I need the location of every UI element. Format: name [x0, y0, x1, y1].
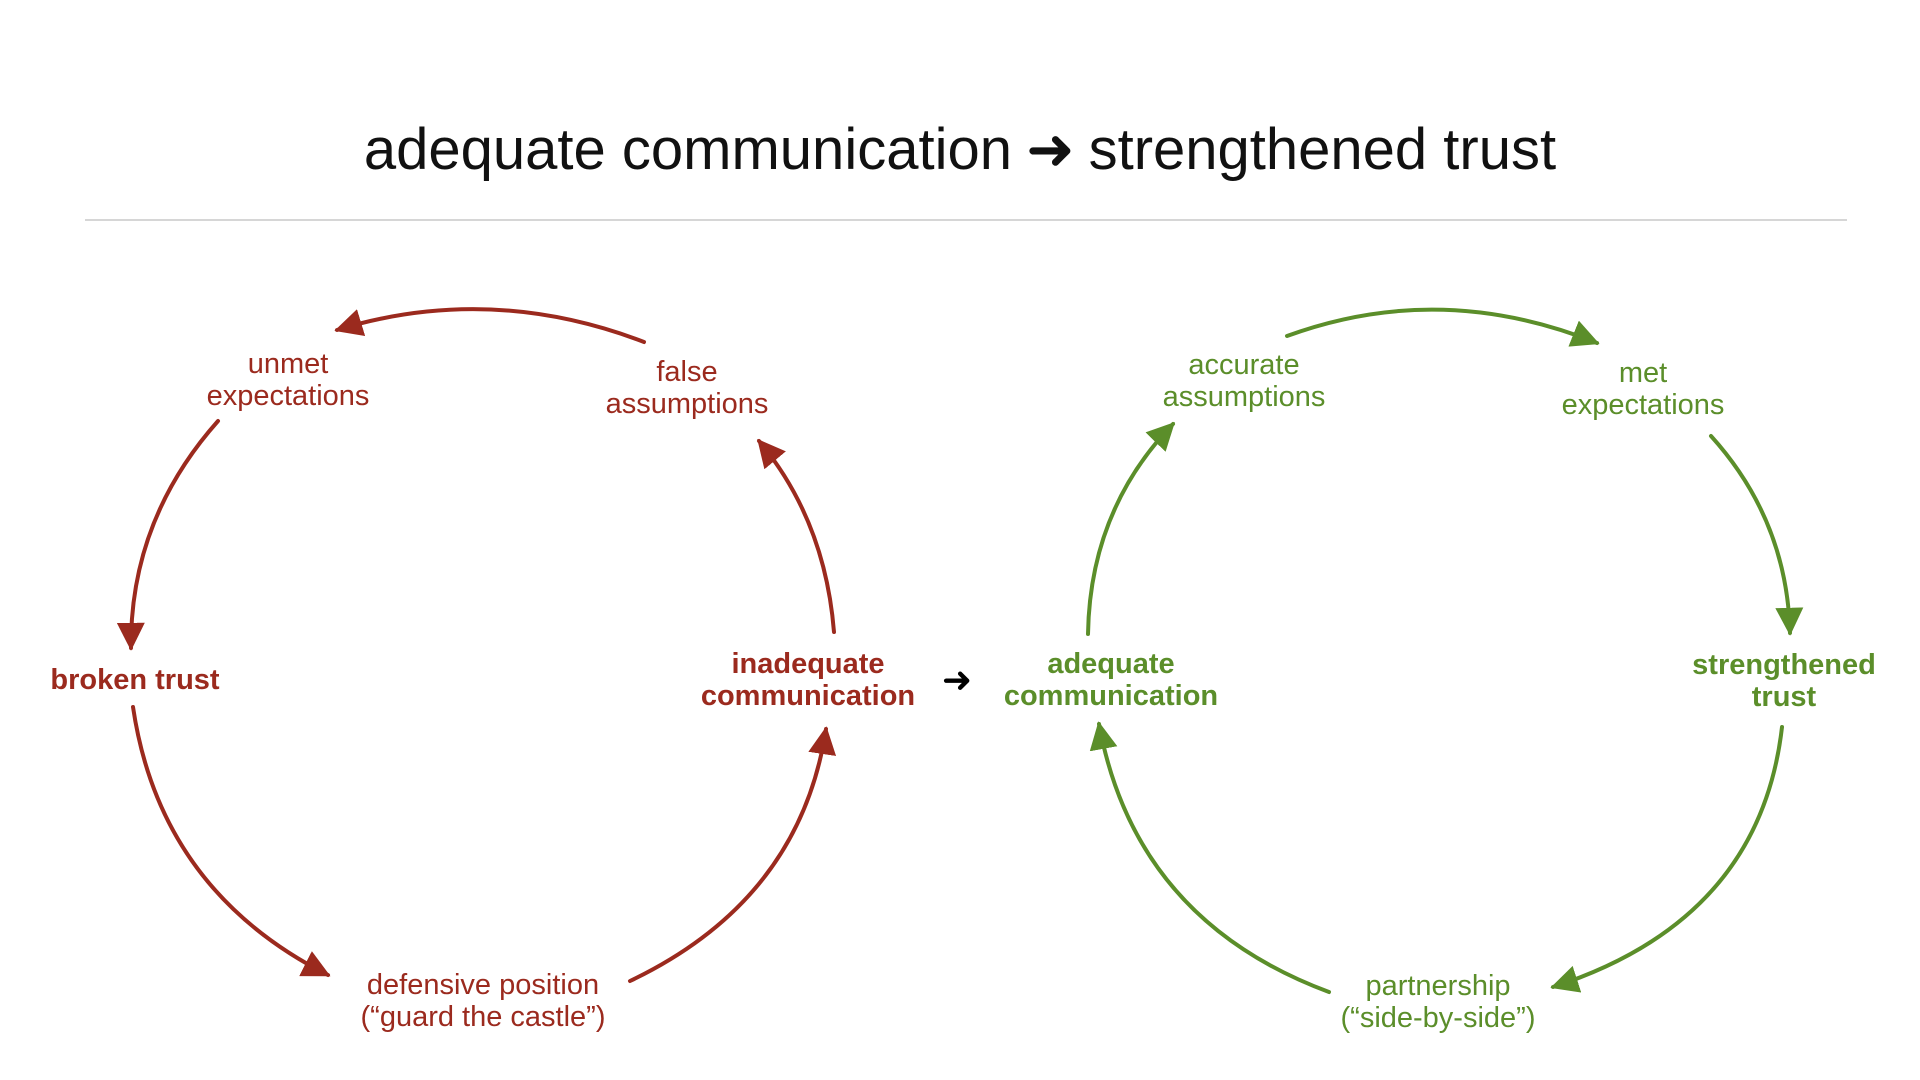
arrow-strengthened-to-partnership — [1550, 725, 1784, 993]
title-right-text: strengthened trust — [1088, 117, 1557, 182]
title-divider — [85, 219, 1847, 221]
arrow-defensive-to-inadequate — [628, 726, 837, 983]
arrow-unmet-to-broken-trust — [116, 419, 220, 651]
node-strengthened-trust: strengthened trust — [1692, 649, 1876, 713]
node-broken-trust: broken trust — [50, 664, 220, 696]
slide-title: adequate communication➜strengthened trus… — [0, 115, 1920, 183]
arrow-false-to-unmet — [334, 307, 646, 344]
node-unmet-expectations: unmet expectations — [206, 348, 370, 412]
node-partnership: partnership (“side-by-side”) — [1340, 970, 1536, 1034]
node-adequate-communication: adequate communication — [1003, 648, 1219, 712]
arrow-met-to-strengthened — [1709, 434, 1804, 636]
node-false-assumptions: false assumptions — [605, 356, 769, 420]
arrow-adequate-to-accurate — [1086, 421, 1175, 636]
arrow-partnership-to-adequate — [1089, 721, 1331, 994]
arrow-accurate-to-met — [1285, 307, 1600, 347]
node-defensive-position: defensive position (“guard the castle”) — [360, 969, 606, 1033]
node-inadequate-communication: inadequate communication — [700, 648, 916, 712]
transition-arrow-icon: ➜ — [941, 659, 973, 700]
node-met-expectations: met expectations — [1561, 357, 1725, 421]
title-left-text: adequate communication — [363, 117, 1012, 182]
arrow-inadequate-to-false — [757, 438, 836, 634]
title-arrow-icon: ➜ — [1025, 117, 1075, 182]
node-accurate-assumptions: accurate assumptions — [1162, 349, 1326, 413]
arrow-broken-trust-to-defensive — [131, 705, 331, 977]
